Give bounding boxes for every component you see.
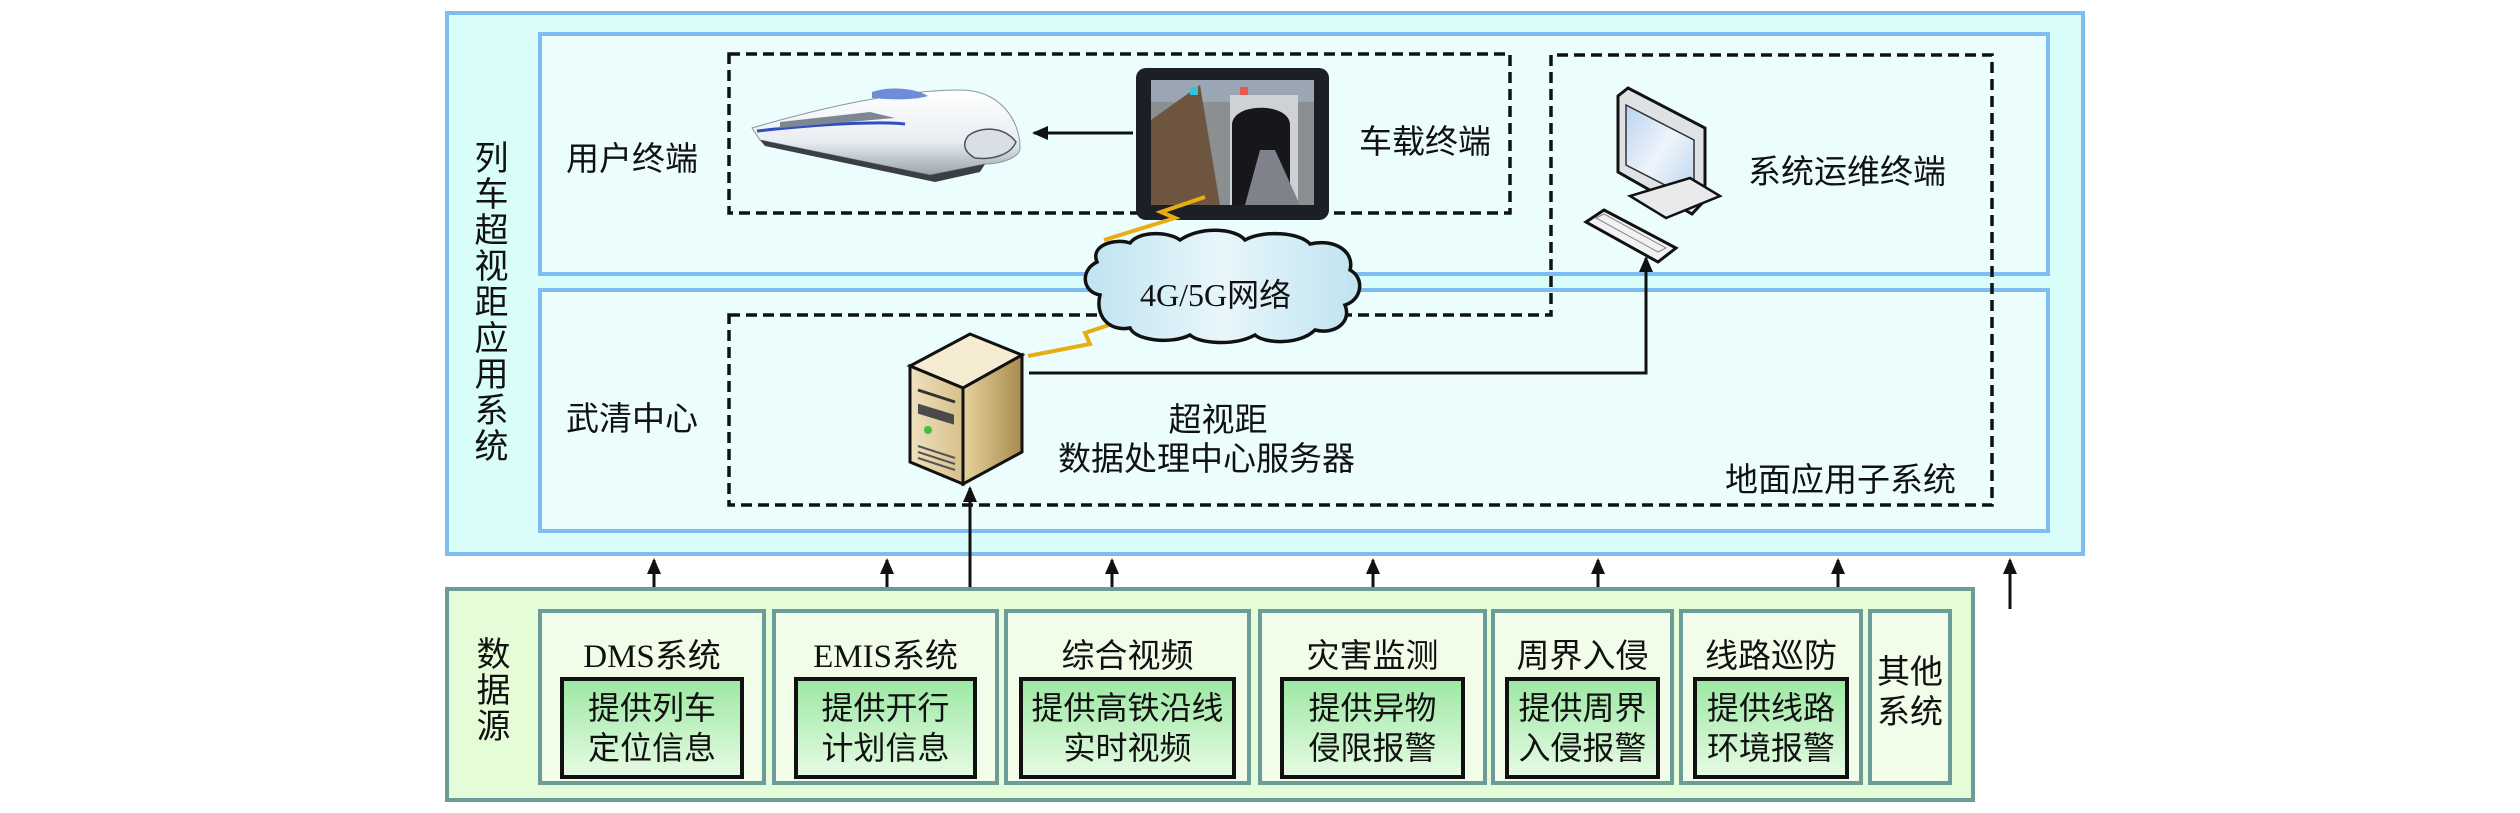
desc-line-1: 提供周界 [1518, 690, 1647, 726]
app-system-label: 列车超视距应用系统 [469, 140, 506, 464]
data-source-line-patrol: 线路巡防 提供线路 环境报警 [1679, 609, 1863, 785]
desc-line-2: 定位信息 [587, 730, 716, 766]
network-cloud-icon [1083, 228, 1362, 345]
wuqing-center-label: 武清中心 [566, 402, 698, 438]
desc-line-1: 提供高铁沿线 [1031, 690, 1224, 726]
server-label-line2: 数据处理中心服务器 [1058, 442, 1355, 478]
user-terminal-dashed-boundary [727, 52, 1512, 215]
data-source-perimeter-intrusion: 周界入侵 提供周界 入侵报警 [1491, 609, 1674, 785]
desc-line-1: 提供开行 [821, 690, 950, 726]
data-source-description: 提供异物 侵限报警 [1280, 677, 1465, 779]
data-source-title: 综合视频 [1061, 639, 1194, 675]
data-source-other-systems: 其他 系统 [1868, 609, 1952, 785]
data-source-description: 提供线路 环境报警 [1693, 677, 1849, 779]
data-source-title: 灾害监测 [1306, 639, 1439, 675]
desc-line-2: 计划信息 [821, 730, 950, 766]
ground-subsystem-label: 地面应用子系统 [1725, 463, 1956, 499]
data-source-title: 线路巡防 [1705, 639, 1837, 675]
data-source-description: 提供列车 定位信息 [560, 677, 744, 779]
desc-line-2: 侵限报警 [1308, 730, 1437, 766]
onboard-terminal-label: 车载终端 [1359, 125, 1491, 161]
server-label-line1: 超视距 [1168, 403, 1268, 439]
data-source-integrated-video: 综合视频 提供高铁沿线 实时视频 [1004, 609, 1251, 785]
desc-line-2: 实时视频 [1063, 730, 1192, 766]
desc-line-2: 环境报警 [1706, 730, 1835, 766]
ground-subsystem-dashed-boundary [727, 53, 1994, 507]
desktop-computer-icon [1583, 86, 1723, 264]
data-source-title: DMS系统 [583, 639, 721, 675]
title-line-1: 其他 [1877, 655, 1943, 691]
data-sources-label: 数据源 [471, 636, 508, 744]
wireless-link-bolt-upper [1103, 195, 1206, 242]
user-terminal-label: 用户终端 [566, 142, 698, 178]
title-line-2: 系统 [1877, 695, 1943, 731]
data-source-title: EMIS系统 [813, 639, 958, 675]
data-source-disaster-monitoring: 灾害监测 提供异物 侵限报警 [1258, 609, 1487, 785]
network-label: 4G/5G网络 [1140, 277, 1292, 313]
server-tower-icon [906, 332, 1026, 487]
data-source-description: 提供开行 计划信息 [794, 677, 977, 779]
desc-line-1: 提供异物 [1308, 690, 1437, 726]
desc-line-2: 入侵报警 [1518, 730, 1647, 766]
ops-terminal-label: 系统运维终端 [1748, 155, 1946, 191]
server-to-ops-terminal-arrow [1029, 256, 1653, 375]
data-source-title: 其他 系统 [1872, 653, 1948, 733]
data-source-dms: DMS系统 提供列车 定位信息 [538, 609, 766, 785]
desc-line-1: 提供列车 [587, 690, 716, 726]
onboard-tablet-icon [1136, 68, 1329, 220]
desc-line-1: 提供线路 [1706, 690, 1835, 726]
data-source-emis: EMIS系统 提供开行 计划信息 [772, 609, 999, 785]
data-source-description: 提供周界 入侵报警 [1505, 677, 1660, 779]
high-speed-train-icon [751, 88, 1021, 182]
data-source-title: 周界入侵 [1516, 639, 1649, 675]
data-source-description: 提供高铁沿线 实时视频 [1019, 677, 1236, 779]
